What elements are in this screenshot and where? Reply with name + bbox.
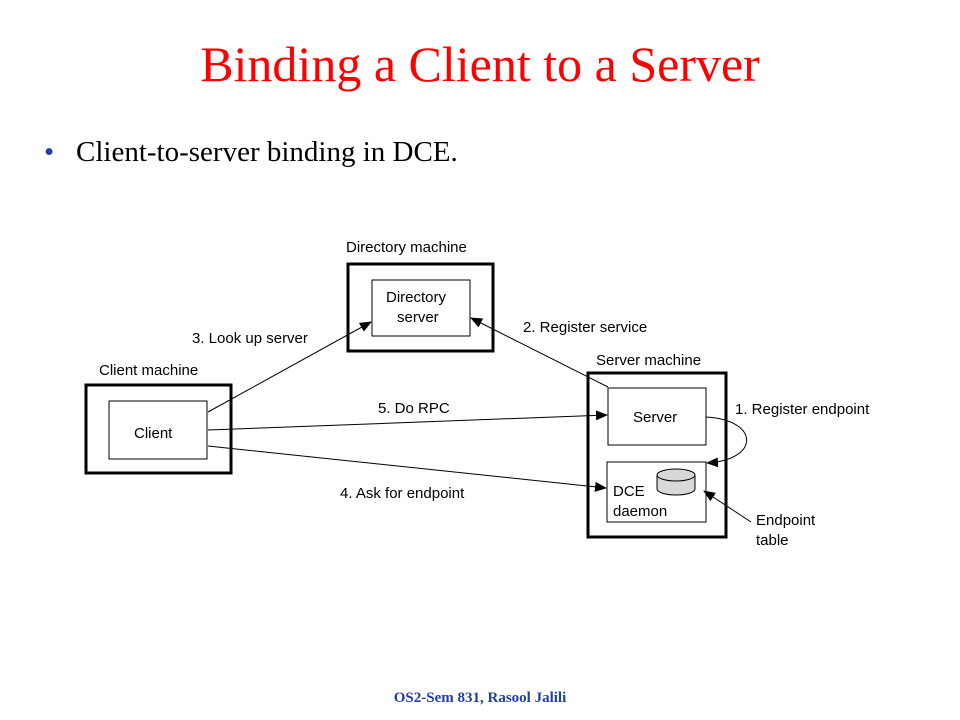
endpoint-table-label-1: Endpoint (756, 512, 816, 529)
arrow-register-service (470, 317, 609, 388)
arrow-look-up-server (207, 321, 372, 413)
arrow-register-endpoint (705, 416, 747, 468)
bullet-icon: • (44, 136, 55, 168)
step2-label: 2. Register service (523, 319, 647, 336)
dce-daemon-label-1: DCE (613, 483, 645, 500)
arrow-ask-for-endpoint (207, 445, 607, 492)
server-box (607, 387, 707, 446)
endpoint-table-label-2: table (756, 532, 789, 549)
client-box (108, 400, 208, 460)
endpoint-table-icon (656, 468, 696, 496)
step3-label: 3. Look up server (192, 330, 308, 347)
bullet-item: • Client-to-server binding in DCE. (44, 130, 458, 174)
arrow-endpoint-table (703, 490, 752, 523)
directory-server-label-2: server (397, 309, 439, 326)
slide-footer: OS2-Sem 831, Rasool Jalili (393, 690, 567, 706)
dce-daemon-label-2: daemon (613, 503, 667, 520)
directory-server-box (371, 279, 471, 337)
slide-title: Binding a Client to a Server (200, 36, 760, 92)
bullet-text: Client-to-server binding in DCE. (76, 136, 458, 168)
step1-label: 1. Register endpoint (735, 401, 870, 418)
server-label: Server (633, 409, 677, 426)
directory-machine-label: Directory machine (346, 239, 467, 256)
step5-label: 5. Do RPC (378, 400, 450, 417)
server-machine-label: Server machine (596, 352, 701, 369)
arrow-do-rpc (207, 410, 608, 431)
directory-server-label-1: Directory (386, 289, 447, 306)
client-machine-label: Client machine (99, 362, 198, 379)
step4-label: 4. Ask for endpoint (340, 485, 465, 502)
client-label: Client (134, 425, 173, 442)
